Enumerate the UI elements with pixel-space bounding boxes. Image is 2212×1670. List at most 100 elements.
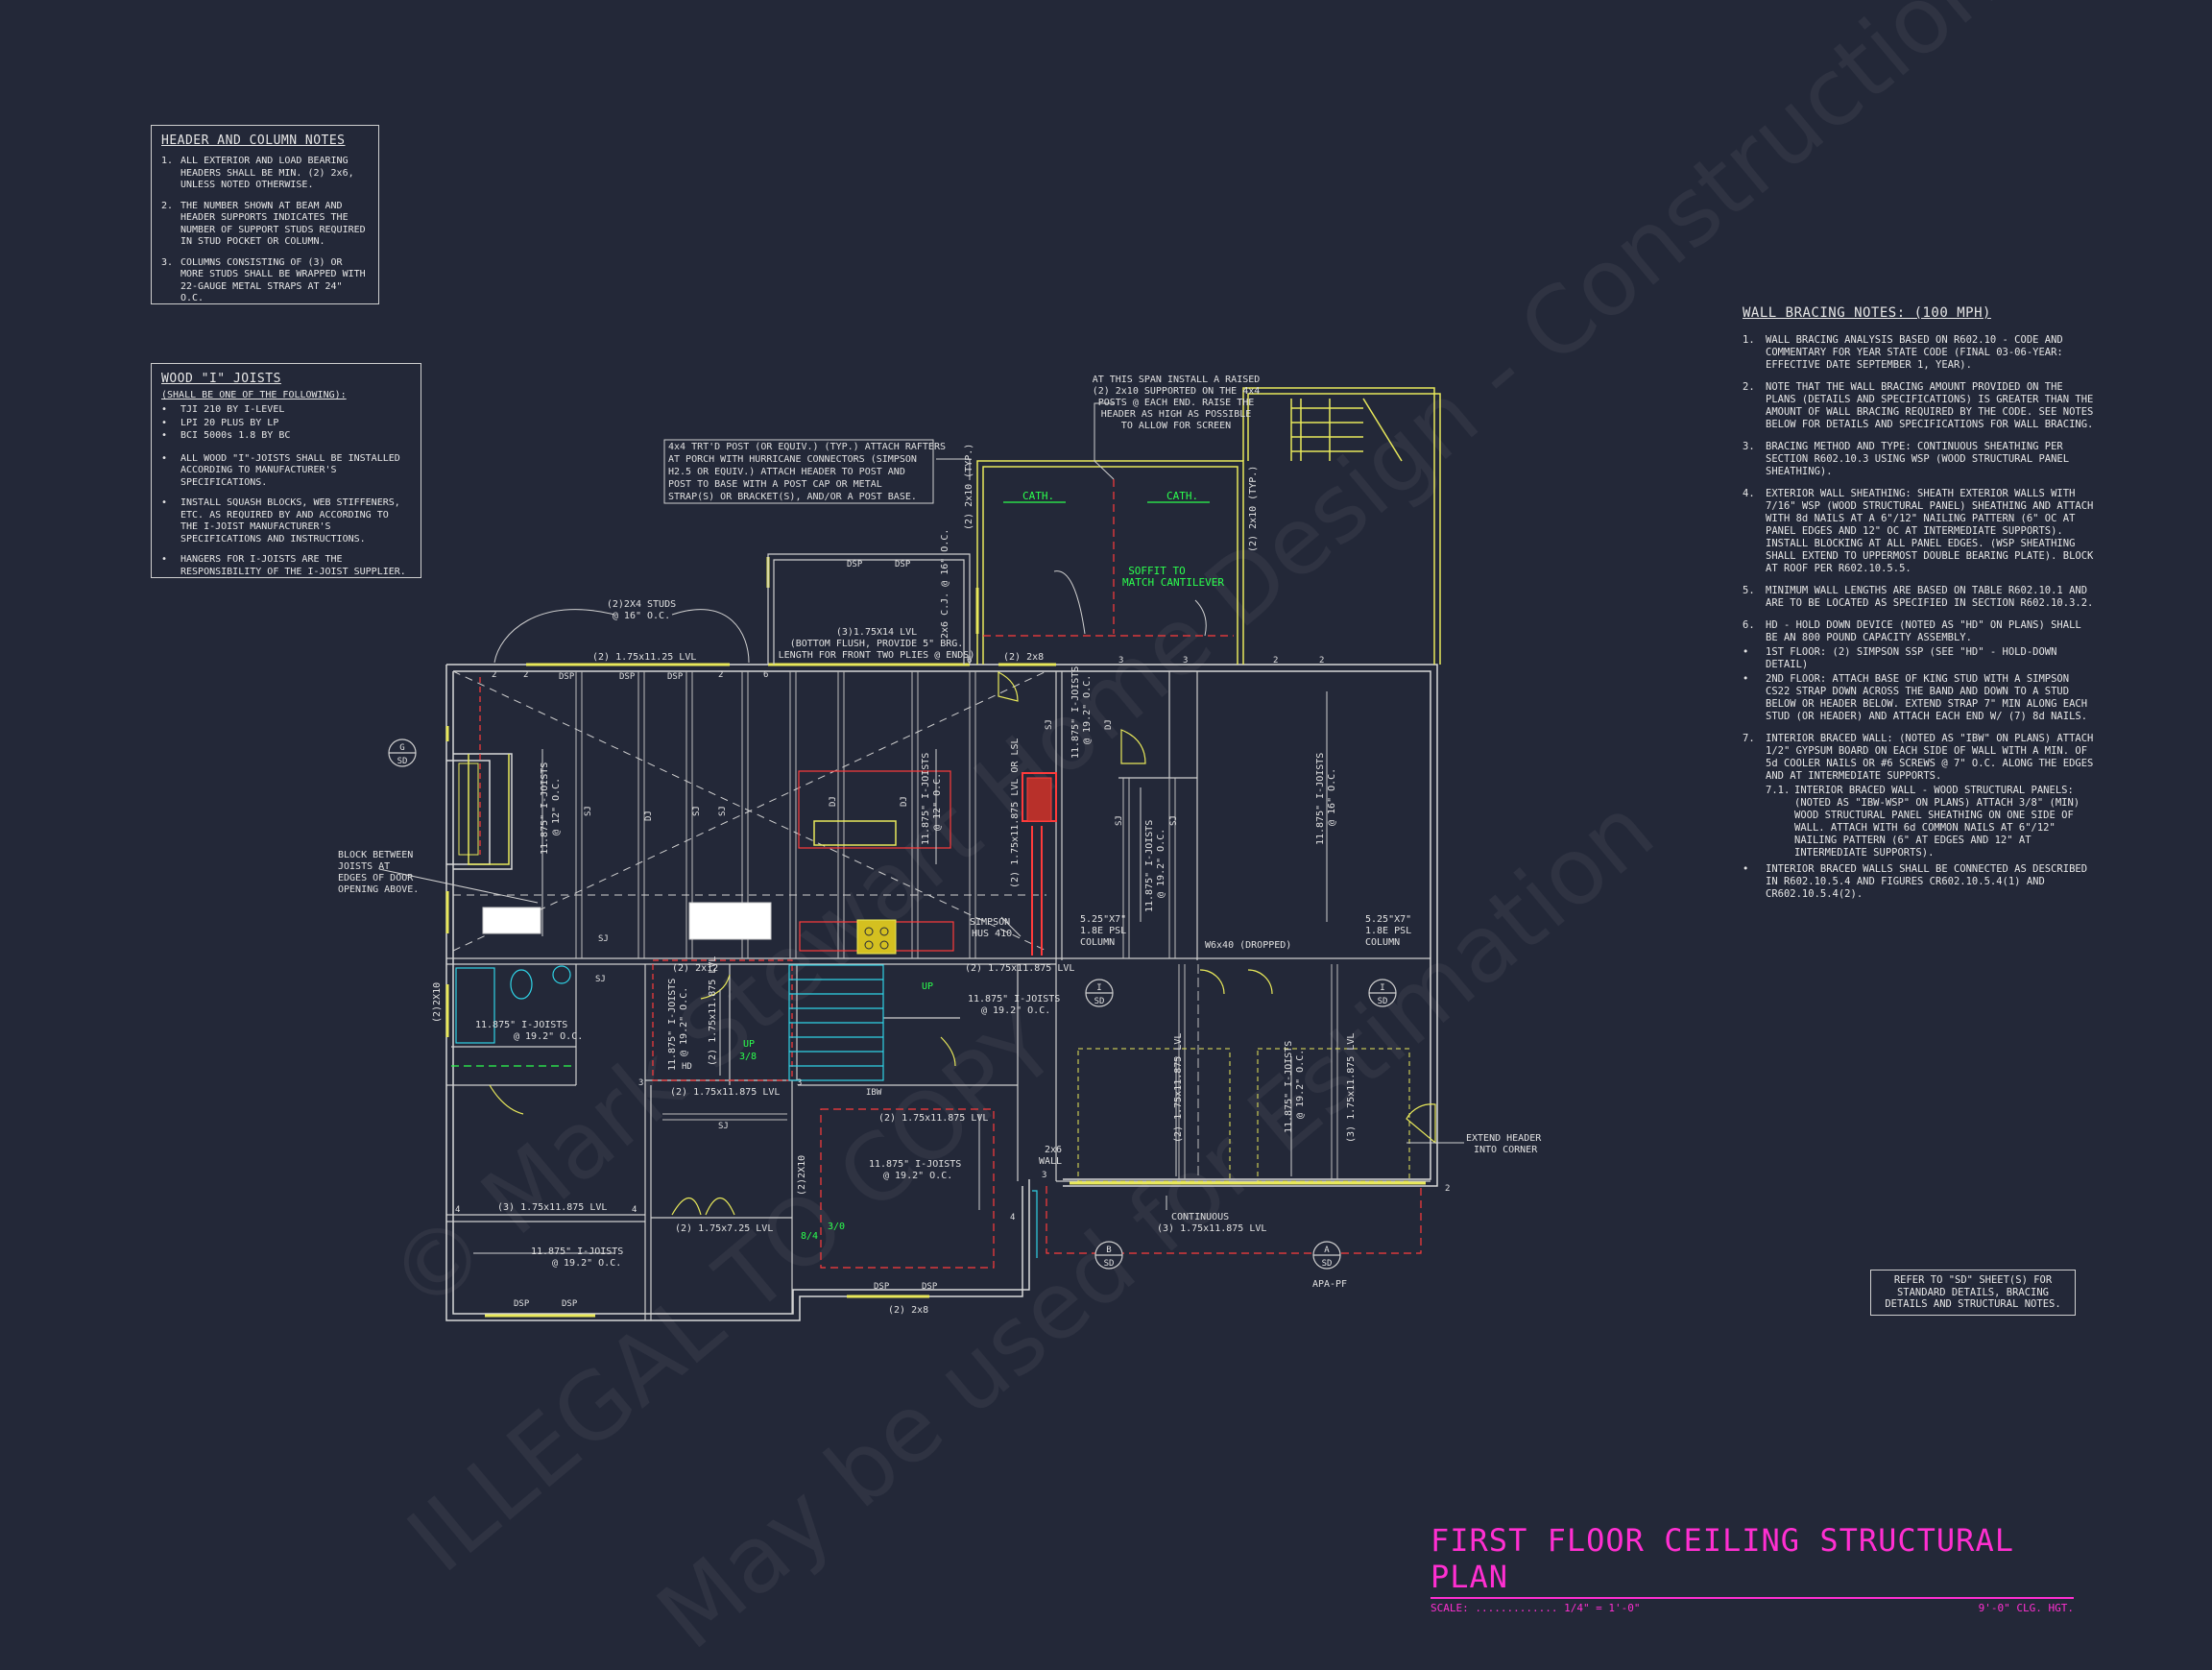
header-note-1: 1.ALL EXTERIOR AND LOAD BEARING HEADERS … (161, 156, 354, 190)
stair-and-fixtures (451, 964, 1038, 1258)
section-i-left: I (1096, 983, 1101, 993)
dsp-label: DSP (922, 1282, 938, 1292)
section-b-sd: SD (1104, 1259, 1115, 1269)
lvl-center-label: (2) 1.75x11.875 LVL (878, 1113, 988, 1124)
psl-right-2: 1.8E PSL (1365, 926, 1411, 936)
sj-vert: SJ (1169, 815, 1179, 826)
callout-frames (663, 439, 934, 504)
joist-192-vert-b: @ 19.2" O.C. (1082, 675, 1093, 744)
joist-12-spacing: @ 12" O.C. (551, 778, 562, 835)
x2x8-top-label: (2) 2x8 (1003, 652, 1044, 663)
header-notes-title: HEADER AND COLUMN NOTES (161, 133, 346, 148)
lvl-door-label: (2) 1.75x7.25 LVL (675, 1223, 773, 1234)
refer-sd-note: REFER TO "SD" SHEET(S) FOR STANDARD DETA… (1870, 1270, 2076, 1316)
porch-dashed-areas (1077, 1048, 1410, 1182)
dj-label: DJ (900, 796, 909, 807)
lvl-bot-label: (3) 1.75x11.875 LVL (497, 1202, 607, 1213)
ceiling-height: 9'-0" CLG. HGT. (1978, 1602, 2074, 1614)
porch-post-1: 4x4 TRT'D POST (OR EQUIV.) (TYP.) ATTACH… (668, 442, 946, 452)
joist-192-vert-f: @ 19.2" O.C. (1295, 1050, 1306, 1119)
joist-12-label-b: 11.875" I-JOISTS (921, 753, 931, 845)
joist-notes-title: WOOD "I" JOISTS (161, 372, 281, 386)
dsp-label: DSP (514, 1299, 530, 1309)
wall-bracing-notes: WALL BRACING NOTES: (100 MPH) 1.WALL BRA… (1743, 305, 2098, 910)
continuous-2: (3) 1.75x11.875 LVL (1157, 1223, 1266, 1234)
sj-label: SJ (718, 1122, 729, 1131)
header-note-3: 3.COLUMNS CONSISTING OF (3) OR MORE STUD… (161, 256, 366, 304)
joist-192-vert-e: 11.875" I-JOISTS (1284, 1041, 1294, 1133)
leader-lines (378, 402, 1464, 1210)
plan-labels: G SD I SD I SD B SD A SD APA-PF AT THIS … (338, 375, 1542, 1316)
joist-192-bot-a: 11.875" I-JOISTS (531, 1246, 623, 1257)
joist-16-spacing: @ 16" O.C. (1327, 768, 1337, 826)
cross-bracing (452, 670, 1047, 952)
red-headers (479, 479, 1234, 1269)
sj-vert: SJ (718, 806, 728, 816)
up-label: UP (922, 981, 933, 992)
psl-right-1: 5.25"X7" (1365, 914, 1411, 925)
wall-note-5: 5.MINIMUM WALL LENGTHS ARE BASED ON TABL… (1743, 585, 2094, 609)
section-g-letter: G (399, 743, 404, 753)
jamb-number: 2 (492, 670, 496, 680)
dsp-label: DSP (895, 560, 911, 569)
joist-192-left-b: @ 19.2" O.C. (514, 1031, 583, 1042)
bottom-flush-1: (3)1.75X14 LVL (836, 627, 917, 638)
porch-outline (976, 387, 1441, 665)
extend-header-2: INTO CORNER (1474, 1145, 1538, 1155)
joist-option-2: •LPI 20 PLUS BY LP (161, 417, 279, 428)
plan-title: FIRST FLOOR CEILING STRUCTURAL PLAN (1431, 1522, 2074, 1599)
simpson-2: HUS 410 (972, 929, 1012, 939)
joist-192-top-a: 11.875" I-JOISTS (968, 994, 1060, 1004)
raised-span-2: (2) 2x10 SUPPORTED ON THE 4x4 (1093, 386, 1261, 397)
lvl-mid-label: (2) 1.75x11.875 LVL (965, 963, 1074, 974)
block-between-1: BLOCK BETWEEN (338, 850, 413, 860)
jamb-number: 3 (1118, 656, 1123, 666)
block-between-2: JOISTS AT (338, 861, 390, 872)
dsp-label: DSP (667, 672, 684, 682)
block-between-4: OPENING ABOVE. (338, 884, 419, 895)
wall-bracing-title: WALL BRACING NOTES: (100 MPH) (1743, 305, 1991, 321)
section-i-right-sd: SD (1378, 997, 1388, 1006)
joist-note-2: •INSTALL SQUASH BLOCKS, WEB STIFFENERS, … (161, 497, 400, 545)
joist-192-vert-a: 11.875" I-JOISTS (1070, 666, 1081, 759)
x2x10-side-label-b: (2)2X10 (797, 1155, 807, 1196)
lvl-vertical-label: (2) 1.75x11.875 LVL OR LSL (1010, 738, 1021, 888)
extend-header-1: EXTEND HEADER (1466, 1133, 1542, 1144)
x2x10-left-label: (2) 2x10 (TYP.) (964, 444, 974, 530)
wall-note-3: 3.BRACING METHOD AND TYPE: CONTINUOUS SH… (1743, 441, 2070, 477)
joist-note-1: •ALL WOOD "I"-JOISTS SHALL BE INSTALLED … (161, 452, 400, 488)
up-label: UP (743, 1039, 755, 1050)
wall-2x6-1: 2x6 (1045, 1145, 1062, 1155)
section-markers (388, 738, 1397, 1270)
section-a-letter: A (1324, 1246, 1330, 1255)
joist-192-vert-d: @ 19.2" O.C. (1156, 829, 1166, 898)
jamb-number: 3 (797, 1078, 802, 1088)
jamb-number: 3 (1042, 1171, 1046, 1180)
bottom-flush-3: LENGTH FOR FRONT TWO PLIES @ ENDS) (779, 650, 975, 661)
psl-left-1: 5.25"X7" (1080, 914, 1126, 925)
dropped-beam-label: W6x40 (DROPPED) (1205, 940, 1291, 951)
lvl-stair-label: (2) 1.75x11.875 LVL (670, 1087, 780, 1098)
x2x8-bot-label: (2) 2x8 (888, 1305, 928, 1316)
section-i-right: I (1380, 983, 1384, 993)
jamb-number: 6 (967, 656, 972, 666)
psl-right-3: COLUMN (1365, 937, 1400, 948)
x2x10-side-label: (2)2X10 (432, 982, 443, 1023)
joist-option-1: •TJI 210 BY I-LEVEL (161, 404, 285, 415)
header-note-2: 2.THE NUMBER SHOWN AT BEAM AND HEADER SU… (161, 200, 366, 248)
cath-label-left: CATH. (1022, 490, 1054, 502)
lvl-top-label: (2) 1.75x11.25 LVL (592, 652, 696, 663)
jamb-number: 2 (1445, 1184, 1450, 1194)
jamb-number: 3 (1183, 656, 1188, 666)
wall-note-6a: •1ST FLOOR: (2) SIMPSON SSP (SEE "HD" - … (1743, 646, 2057, 670)
joist-192-vert-g: 11.875" I-JOISTS (667, 979, 678, 1071)
porch-post-4: POST TO BASE WITH A POST CAP OR METAL (668, 479, 882, 490)
jamb-number: 6 (763, 670, 768, 680)
ceiling-joist-label: 2x6 C.J. @ 16" O.C. (940, 529, 950, 639)
wall-note-7: 7.INTERIOR BRACED WALL: (NOTED AS "IBW" … (1743, 733, 2094, 782)
wall-note-2: 2.NOTE THAT THE WALL BRACING AMOUNT PROV… (1743, 381, 2094, 430)
sj-vert: SJ (692, 806, 702, 816)
dj-label: DJ (644, 811, 654, 821)
jamb-number: 4 (455, 1205, 460, 1215)
